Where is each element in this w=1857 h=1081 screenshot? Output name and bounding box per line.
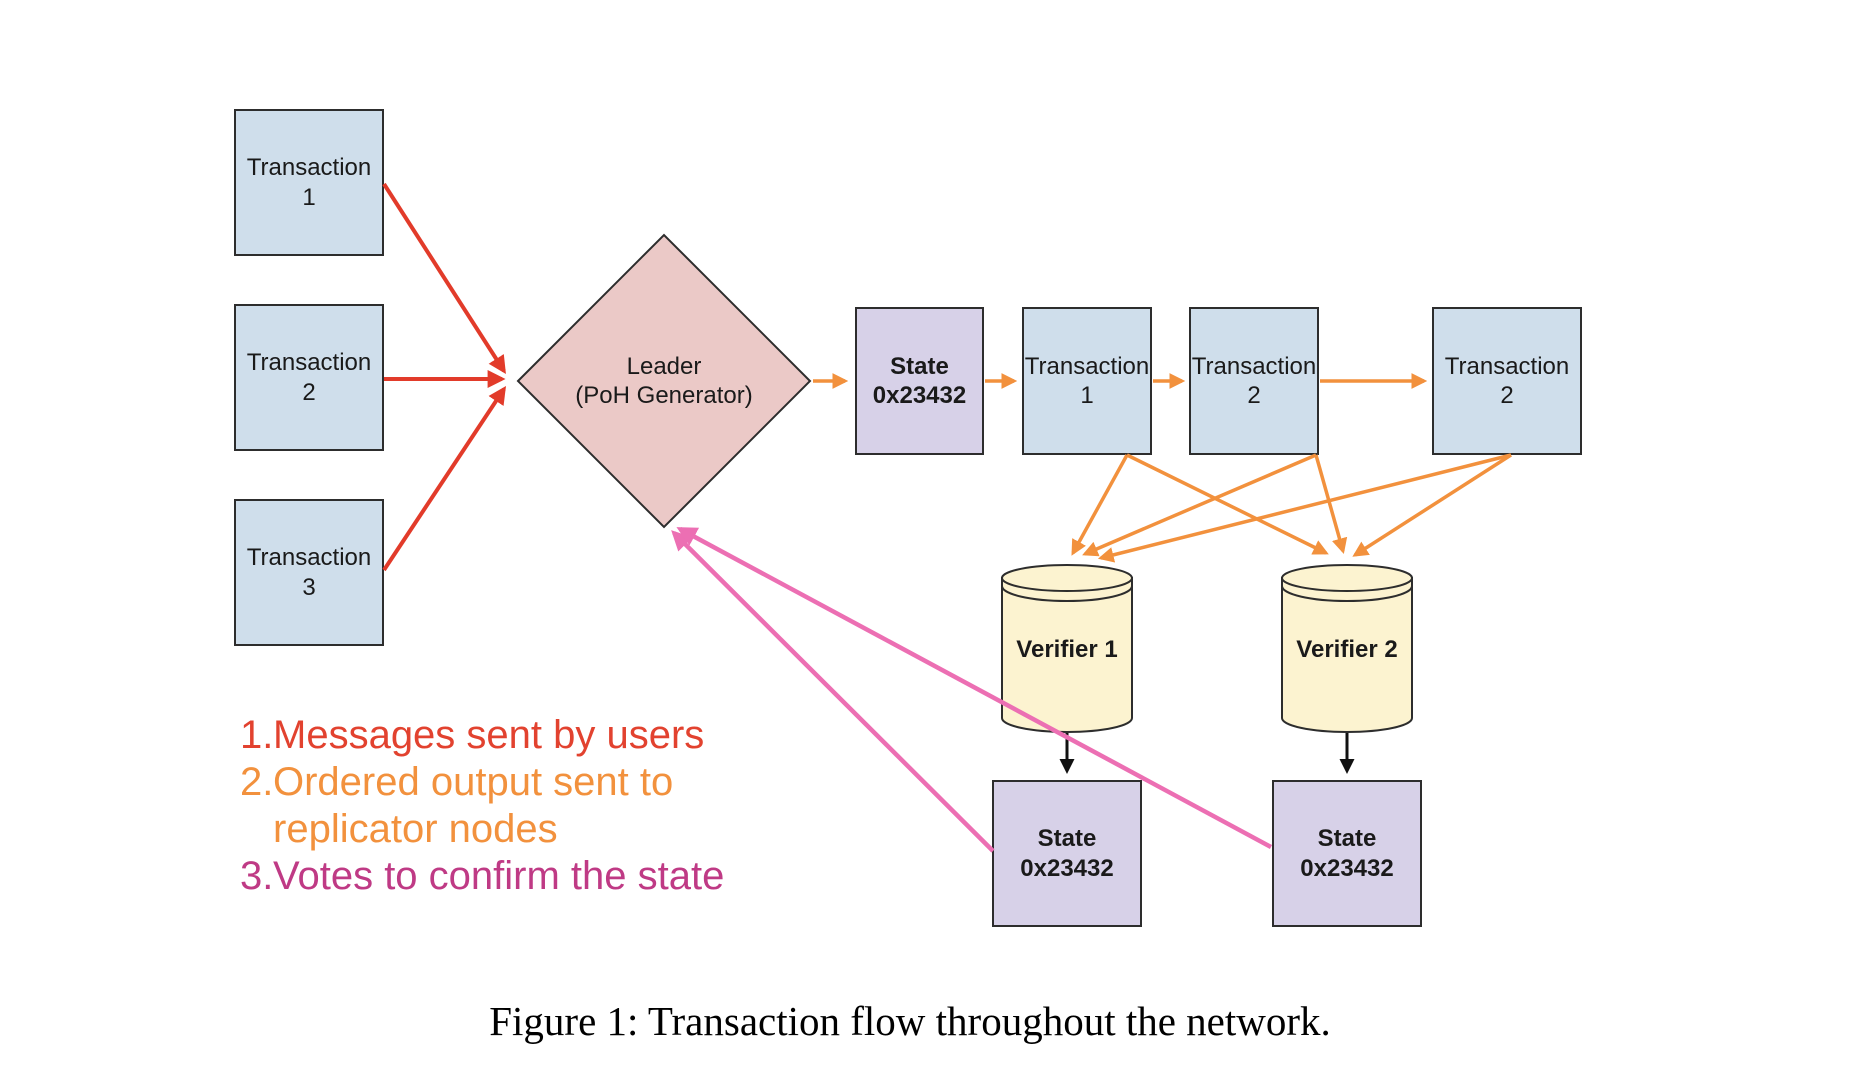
legend-number-1: 1. bbox=[240, 713, 274, 757]
arrow-chain-tx1-to-verifier1 bbox=[1071, 454, 1129, 556]
legend-text-2: Ordered output sent to replicator nodes bbox=[273, 760, 674, 851]
chain-transaction-1-label: Transaction 1 bbox=[1024, 352, 1150, 409]
legend-item-votes: 3. Votes to confirm the state bbox=[240, 853, 724, 900]
transaction-2-label: Transaction 2 bbox=[246, 349, 372, 406]
state-verifier-1-label: State 0x23432 bbox=[1020, 825, 1114, 882]
transaction-1-box bbox=[234, 109, 384, 256]
leader-label: Leader (PoH Generator) bbox=[575, 352, 753, 409]
arrow-chain-tx2b-to-verifier1 bbox=[1097, 453, 1512, 563]
legend-item-messages: 1. Messages sent by users bbox=[240, 712, 724, 759]
transaction-2-box bbox=[234, 304, 384, 451]
arrow-chain-tx2-to-verifier2 bbox=[1314, 454, 1348, 555]
transaction-3-box bbox=[234, 499, 384, 646]
transaction-1-label: Transaction 1 bbox=[246, 154, 372, 211]
chain-transaction-2b-label: Transaction 2 bbox=[1444, 352, 1570, 409]
legend: 1. Messages sent by users 2. Ordered out… bbox=[240, 712, 724, 900]
chain-transaction-1-box bbox=[1022, 307, 1152, 455]
arrow-chain-tx2b-to-verifier2 bbox=[1352, 453, 1512, 557]
transaction-3-label: Transaction 3 bbox=[246, 544, 372, 601]
chain-transaction-2b-box bbox=[1432, 307, 1582, 455]
arrow-chain-tx2-to-verifier1 bbox=[1082, 453, 1317, 557]
chain-transaction-2-box bbox=[1189, 307, 1319, 455]
verifier-2-label: Verifier 2 bbox=[1296, 636, 1398, 664]
arrow-chain-tx1-to-verifier2 bbox=[1126, 453, 1329, 555]
state-verifier-2-label: State 0x23432 bbox=[1300, 825, 1394, 882]
state-chain-label: State 0x23432 bbox=[872, 352, 967, 409]
verifier-1-cylinder bbox=[1001, 564, 1133, 733]
state-chain-box bbox=[855, 307, 984, 455]
leader-diamond bbox=[516, 233, 812, 529]
arrow-tx3-to-leader bbox=[382, 385, 506, 572]
legend-number-3: 3. bbox=[240, 854, 274, 898]
legend-text-1: Messages sent by users bbox=[273, 713, 705, 757]
chain-transaction-2-label: Transaction 2 bbox=[1191, 352, 1317, 409]
arrow-state2-vote-to-leader bbox=[676, 527, 1273, 849]
legend-text-3: Votes to confirm the state bbox=[273, 854, 725, 898]
figure-caption: Figure 1: Transaction flow throughout th… bbox=[489, 998, 1331, 1044]
legend-number-2: 2. bbox=[240, 760, 274, 804]
arrow-state1-vote-to-leader bbox=[671, 530, 995, 853]
arrow-tx1-to-leader bbox=[382, 182, 506, 375]
legend-item-ordered-output: 2. Ordered output sent to replicator nod… bbox=[240, 759, 724, 853]
state-verifier-1-box bbox=[992, 780, 1142, 927]
state-verifier-2-box bbox=[1272, 780, 1422, 927]
verifier-2-cylinder bbox=[1281, 564, 1413, 733]
verifier-1-label: Verifier 1 bbox=[1016, 636, 1118, 664]
